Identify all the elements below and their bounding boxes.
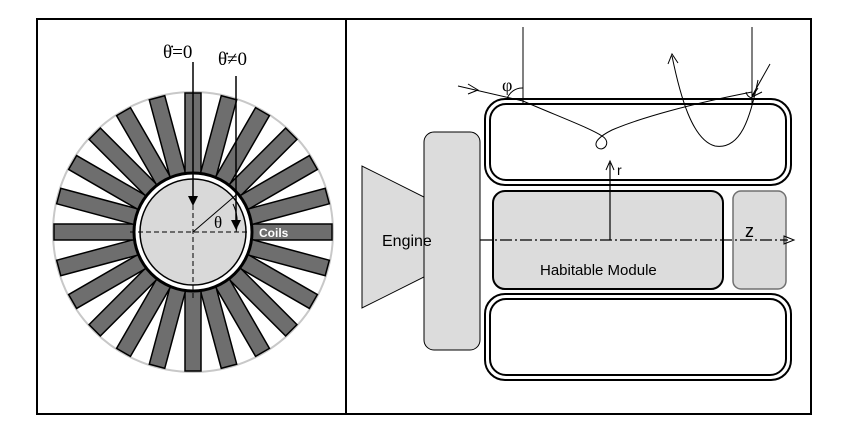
label-habitable-module: Habitable Module: [540, 262, 657, 279]
theta-angle-line: [192, 194, 237, 233]
engine-body: [423, 131, 481, 351]
label-z: z: [745, 221, 754, 241]
bottom-toroid-section-inner: [489, 298, 787, 376]
label-engine: Engine: [382, 233, 432, 250]
theta-dot-nonzero-arrowhead: [231, 220, 241, 230]
top-toroid-section-outer: [484, 98, 792, 186]
theta-angle-arc: [232, 203, 238, 233]
label-theta-dot-nonzero: θ̇≠0: [218, 49, 247, 70]
label-theta: θ: [214, 213, 222, 232]
label-phi: φ: [502, 75, 512, 95]
coils-group: [53, 92, 333, 372]
figure-frame: [36, 18, 812, 415]
r-axis-arrowhead: [605, 159, 615, 171]
toroid-cross-section: θ̇=0 θ̇≠0 θ Coils: [52, 42, 334, 373]
label-r: r: [617, 162, 622, 178]
phi-angle-arc-right: [745, 91, 753, 99]
reflected-trajectory-arrowhead: [667, 52, 679, 65]
coil: [53, 223, 139, 241]
bottom-toroid-section-outer: [484, 293, 792, 381]
label-theta-dot-zero: θ̇=0: [163, 42, 192, 63]
coil: [184, 286, 202, 372]
z-axis-arrowhead: [783, 235, 796, 245]
incoming-ray-right: [751, 63, 771, 97]
theta-dot-zero-arrowhead: [188, 196, 198, 206]
spacecraft-schematic: Engine Habitable Module z r φ: [361, 27, 796, 381]
incoming-ray-right-arrowhead: [750, 87, 763, 99]
incident-particle-ray: [457, 85, 524, 102]
trajectory-loop: [522, 91, 753, 150]
top-toroid-section-inner: [489, 103, 787, 181]
incident-particle-arrowhead: [467, 83, 480, 95]
label-coils: Coils: [259, 226, 289, 240]
reflected-trajectory: [671, 55, 759, 147]
